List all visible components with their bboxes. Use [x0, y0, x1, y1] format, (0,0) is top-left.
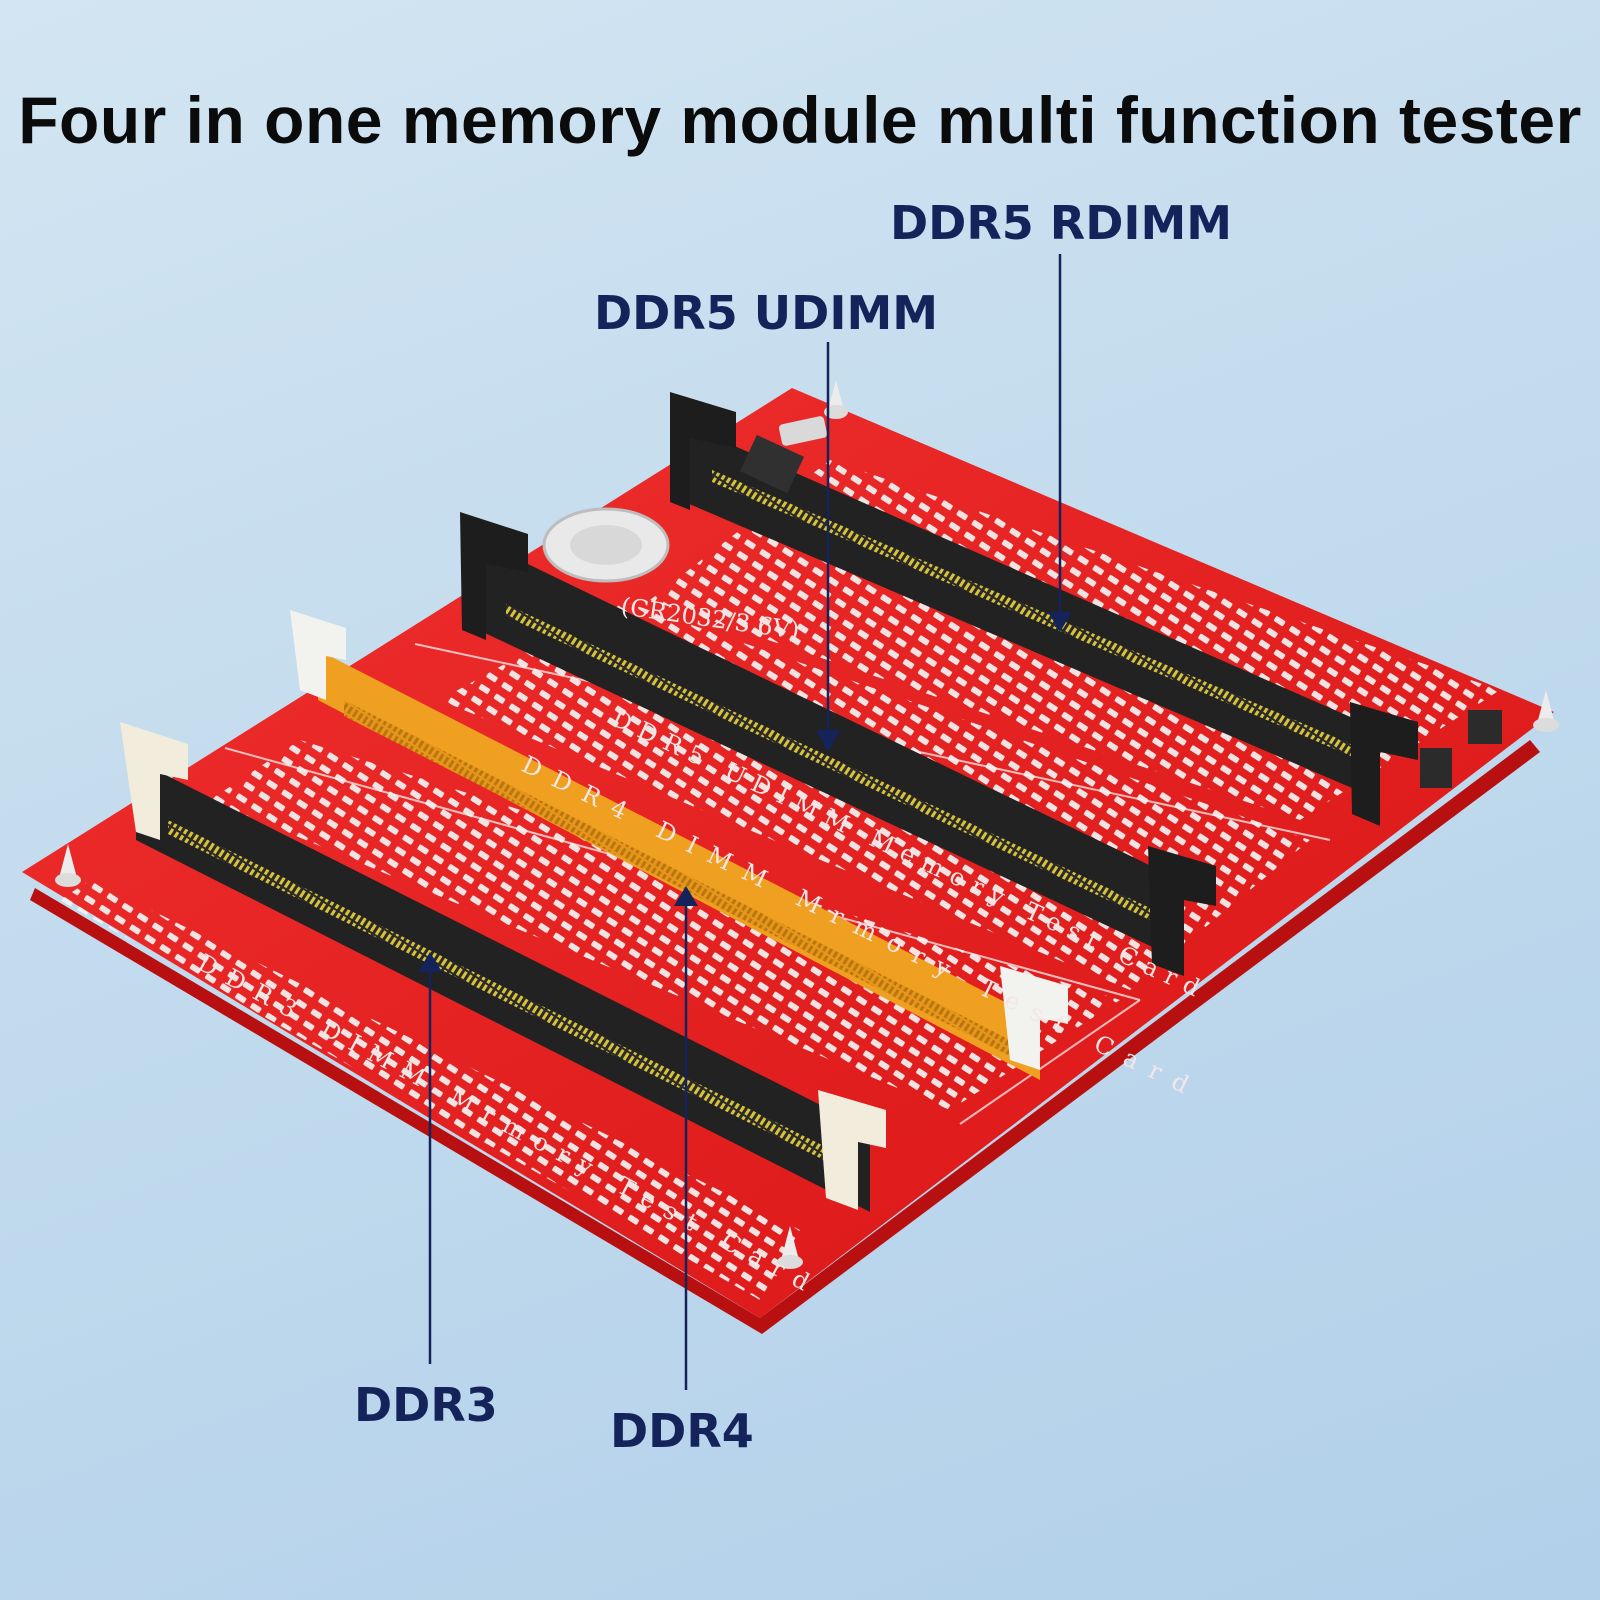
slot-ddr5-udimm-pins [506, 604, 1150, 920]
latch [1148, 846, 1216, 976]
regulator-chip [739, 434, 805, 494]
usb-port [778, 416, 828, 446]
arrow-ddr4 [674, 886, 698, 906]
standoff [781, 1226, 799, 1260]
callout-lines [418, 254, 1072, 1390]
arrow-rdimm [1048, 612, 1072, 632]
standoff [1537, 690, 1555, 724]
standoff [55, 873, 81, 887]
slot-ddr5-udimm [470, 536, 1180, 960]
slot-ddr5-rdimm-pins [712, 470, 1360, 760]
standoffs [55, 380, 1559, 1269]
arrow-udimm [816, 730, 840, 752]
callout-ddr5-udimm: DDR5 UDIMM [594, 286, 939, 340]
standoff [828, 380, 844, 410]
latch [1350, 702, 1418, 826]
push-button [1468, 710, 1502, 744]
latch [290, 610, 346, 700]
headline: Four in one memory module multi function… [18, 83, 1582, 157]
latch [670, 392, 736, 510]
standoff [777, 1255, 803, 1269]
callout-ddr5-rdimm: DDR5 RDIMM [890, 196, 1233, 250]
callout-ddr3: DDR3 [354, 1378, 498, 1432]
slot-ddr4-pins [344, 700, 1010, 1056]
latch [120, 722, 188, 840]
pad-field-ddr4 [210, 740, 1120, 1110]
latch [818, 1090, 886, 1210]
divider [959, 999, 1141, 1125]
standoff [824, 405, 848, 419]
slide-switch [1420, 748, 1452, 788]
standoff [59, 844, 77, 878]
latch [1000, 966, 1068, 1070]
latch [460, 512, 528, 640]
slot-ddr3-pins [168, 820, 836, 1166]
arrow-ddr3 [418, 952, 442, 972]
callout-ddr4: DDR4 [610, 1404, 754, 1458]
standoff [1533, 718, 1559, 732]
